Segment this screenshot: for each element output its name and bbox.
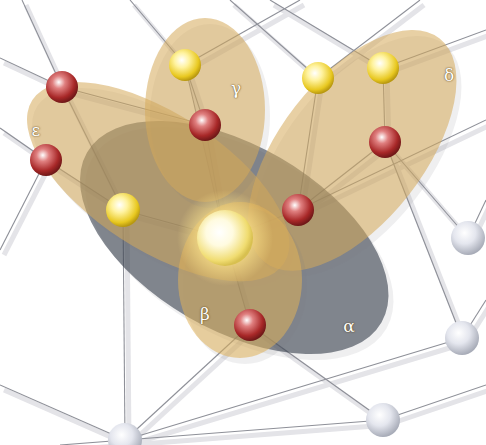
network-vertex	[451, 221, 485, 255]
network-vertex	[369, 126, 401, 158]
network-vertex	[169, 49, 201, 81]
network-vertex	[46, 71, 78, 103]
network-vertex	[189, 109, 221, 141]
network-vertex	[106, 193, 140, 227]
link-shadow	[387, 390, 486, 425]
network-vertex	[30, 144, 62, 176]
network-vertex	[445, 321, 479, 355]
set-label: γ	[231, 80, 241, 97]
set-label: ε	[32, 122, 41, 139]
network-vertex	[234, 309, 266, 341]
link-shadow	[4, 165, 50, 255]
set-label: α	[343, 318, 354, 335]
network-vertex	[108, 423, 142, 445]
network-vertex	[366, 403, 400, 437]
network-vertex	[367, 52, 399, 84]
ellipse-shape	[145, 18, 265, 202]
set-label: β	[200, 306, 210, 323]
network-vertex	[302, 62, 334, 94]
network-vertex	[282, 194, 314, 226]
network-vertex	[197, 210, 253, 266]
network-link	[0, 385, 125, 440]
network-link	[125, 420, 383, 440]
hub-glow	[177, 190, 273, 286]
set-label: δ	[444, 67, 454, 84]
